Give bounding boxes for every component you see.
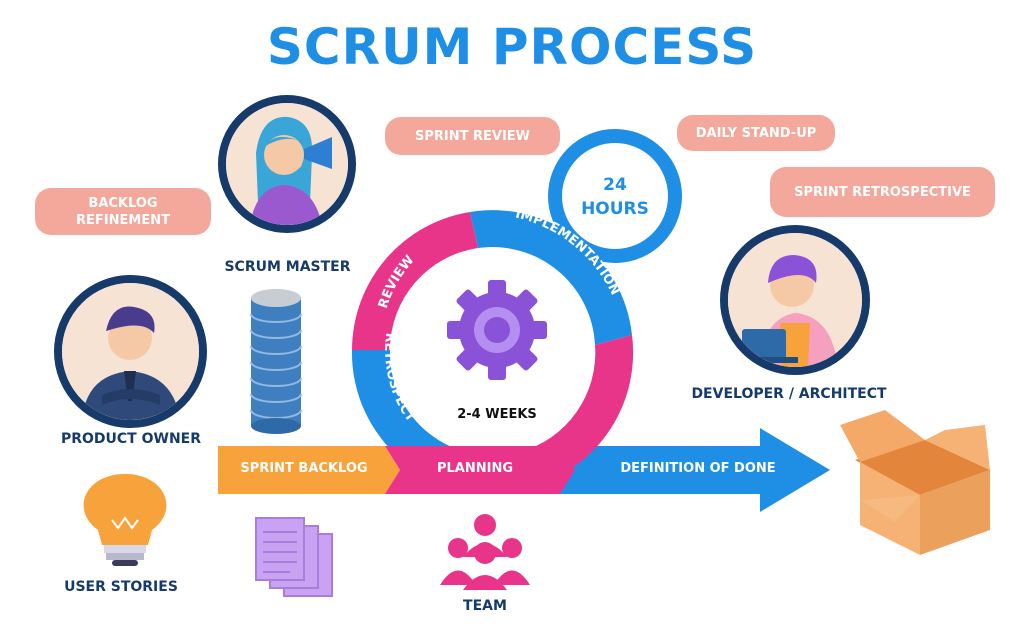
documents-icon [255,517,333,597]
gear-icon [447,280,547,380]
hours-unit: HOURS [581,199,649,219]
scrum-master-label: SCRUM MASTER [224,259,351,275]
hours-value: 24 [603,175,627,195]
product-owner-avatar [54,275,207,428]
developer-avatar [720,225,870,375]
open-box-icon [840,410,990,555]
user-stories-label: USER STORIES [64,579,178,595]
daily-cycle-circle [548,129,682,263]
definition-of-done-label: DEFINITION OF DONE [620,461,776,476]
product-owner-label: PRODUCT OWNER [60,431,202,447]
sprint-retrospective-pill: SPRINT RETROSPECTIVE [770,167,995,217]
developer-architect-label: DEVELOPER / ARCHITECT [691,386,887,402]
lightbulb-icon [83,474,167,566]
backlog-refinement-pill: BACKLOG REFINEMENT [35,188,211,235]
sprint-review-pill: SPRINT REVIEW [385,117,560,155]
daily-cycle-text: 24 HOURS [575,173,655,221]
sprint-backlog-arrow [218,446,400,494]
team-label: TEAM [463,598,507,614]
review-segment [352,212,478,350]
team-icon [440,514,530,590]
planning-label: PLANNING [436,461,514,476]
planning-band [385,446,575,494]
daily-standup-pill: DAILY STAND-UP [677,115,835,151]
sprint-backlog-label: SPRINT BACKLOG [240,461,368,476]
definition-of-done-arrow [560,428,830,512]
implementation-segment [470,210,632,345]
page-title: SCRUM PROCESS [266,18,758,76]
database-icon [250,289,302,434]
sprint-duration-label: 2-4 WEEKS [457,407,537,422]
scrum-master-avatar [218,95,356,233]
